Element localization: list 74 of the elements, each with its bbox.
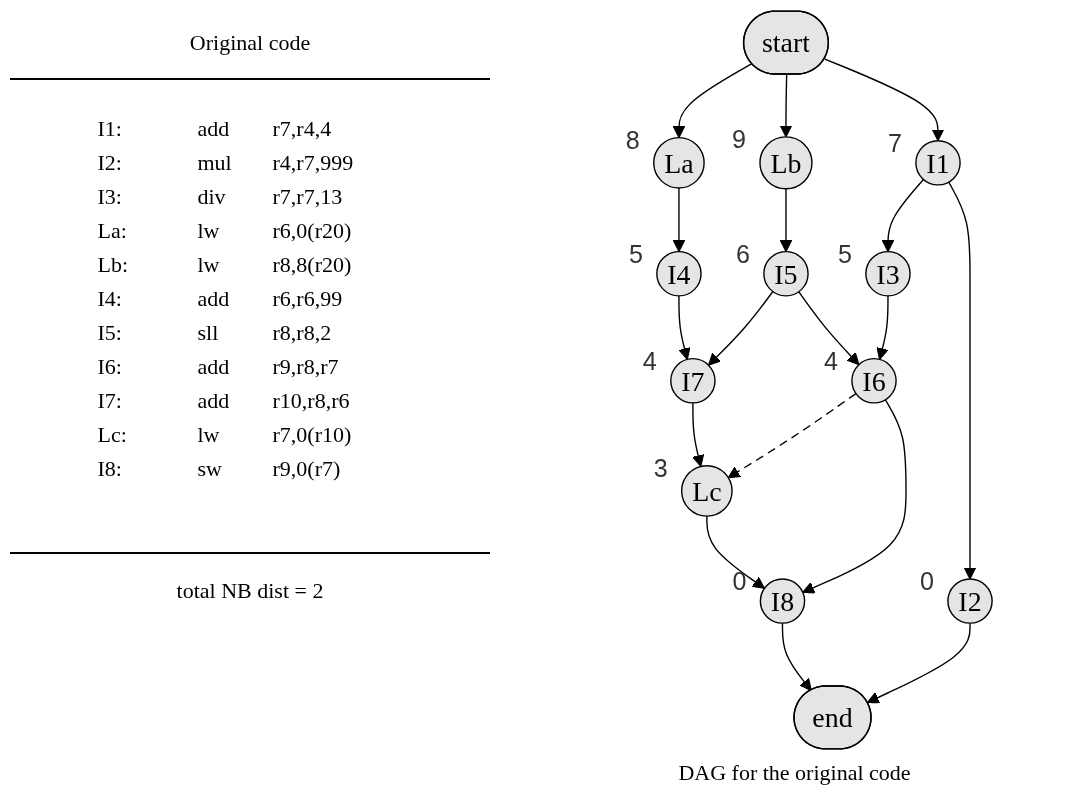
code-text: div xyxy=(197,184,227,210)
code-text: I4: xyxy=(97,286,123,312)
arrow xyxy=(866,622,971,704)
code-text: r9,0(r7) xyxy=(272,456,342,482)
code-text: r4,r7,999 xyxy=(272,150,355,176)
code-text: add xyxy=(197,286,231,312)
arrow xyxy=(677,295,690,360)
node-circle: I3 xyxy=(864,250,911,297)
node-circle: I5 xyxy=(762,250,809,297)
arrow xyxy=(691,402,704,467)
code-text: Lc: xyxy=(97,422,128,448)
priority-number: 5 xyxy=(837,239,852,268)
arrow xyxy=(779,74,792,138)
caption: DAG for the original code xyxy=(678,760,911,786)
priority-number: 0 xyxy=(919,567,934,596)
code-text: r7,r4,4 xyxy=(272,116,333,142)
code-text: r9,r8,r7 xyxy=(272,354,340,380)
priority-number: 0 xyxy=(731,567,746,596)
node-circle: I8 xyxy=(759,578,805,624)
code-text: sw xyxy=(197,456,223,482)
code-text: lw xyxy=(197,422,221,448)
code-text: Lb: xyxy=(97,252,130,278)
arrow xyxy=(672,187,685,253)
arrow xyxy=(705,515,765,589)
arrow xyxy=(797,291,859,366)
node-circle: I4 xyxy=(655,250,702,297)
code-text: r10,r8,r6 xyxy=(272,388,351,414)
arrow xyxy=(881,178,924,253)
arrow xyxy=(823,58,944,142)
priority-number: 7 xyxy=(887,128,902,157)
code-text: I7: xyxy=(97,388,123,414)
arrow xyxy=(781,622,812,692)
code-text: r7,r7,13 xyxy=(272,184,344,210)
priority-number: 9 xyxy=(731,125,746,153)
arrow xyxy=(801,399,907,594)
code-text: add xyxy=(197,354,231,380)
note-text: total NB dist = 2 xyxy=(176,578,324,604)
arrow xyxy=(779,188,792,253)
priority-number: 4 xyxy=(642,346,657,375)
node-circle: Lc xyxy=(680,465,733,517)
code-text: lw xyxy=(197,252,221,278)
code-text: I6: xyxy=(97,354,123,380)
priority-number: 5 xyxy=(628,239,643,268)
code-text: r6,r6,99 xyxy=(272,286,344,312)
code-text: I3: xyxy=(97,184,123,210)
priority-number: 8 xyxy=(625,125,640,154)
code-text: r8,8(r20) xyxy=(272,252,353,278)
code-text: I8: xyxy=(97,456,123,482)
node-circle: Lb xyxy=(758,136,813,190)
code-text: r7,0(r10) xyxy=(272,422,353,448)
node-circle: I2 xyxy=(946,578,993,624)
node-circle: I1 xyxy=(914,140,961,186)
arrow xyxy=(947,181,976,580)
code-text: sll xyxy=(197,320,220,346)
code-text: mul xyxy=(197,150,233,176)
code-text: I5: xyxy=(97,320,123,346)
code-text: lw xyxy=(197,218,221,244)
priority-number: 4 xyxy=(823,346,838,375)
code-text: add xyxy=(197,116,231,142)
code-text: r6,0(r20) xyxy=(272,218,353,244)
priority-number: 6 xyxy=(735,239,750,268)
arrow xyxy=(707,290,774,366)
code-text: add xyxy=(197,388,231,414)
code-text: I2: xyxy=(97,150,123,176)
priority-number: 3 xyxy=(653,453,668,482)
node-circle: I6 xyxy=(850,358,897,404)
node-circle: La xyxy=(652,136,705,189)
node-circle: I7 xyxy=(669,358,716,404)
arrow xyxy=(727,392,857,479)
code-text: r8,r8,2 xyxy=(272,320,333,346)
arrow xyxy=(875,295,889,360)
code-text: I1: xyxy=(97,116,123,142)
code-text: La: xyxy=(97,218,128,244)
table-heading: Original code xyxy=(189,30,311,56)
